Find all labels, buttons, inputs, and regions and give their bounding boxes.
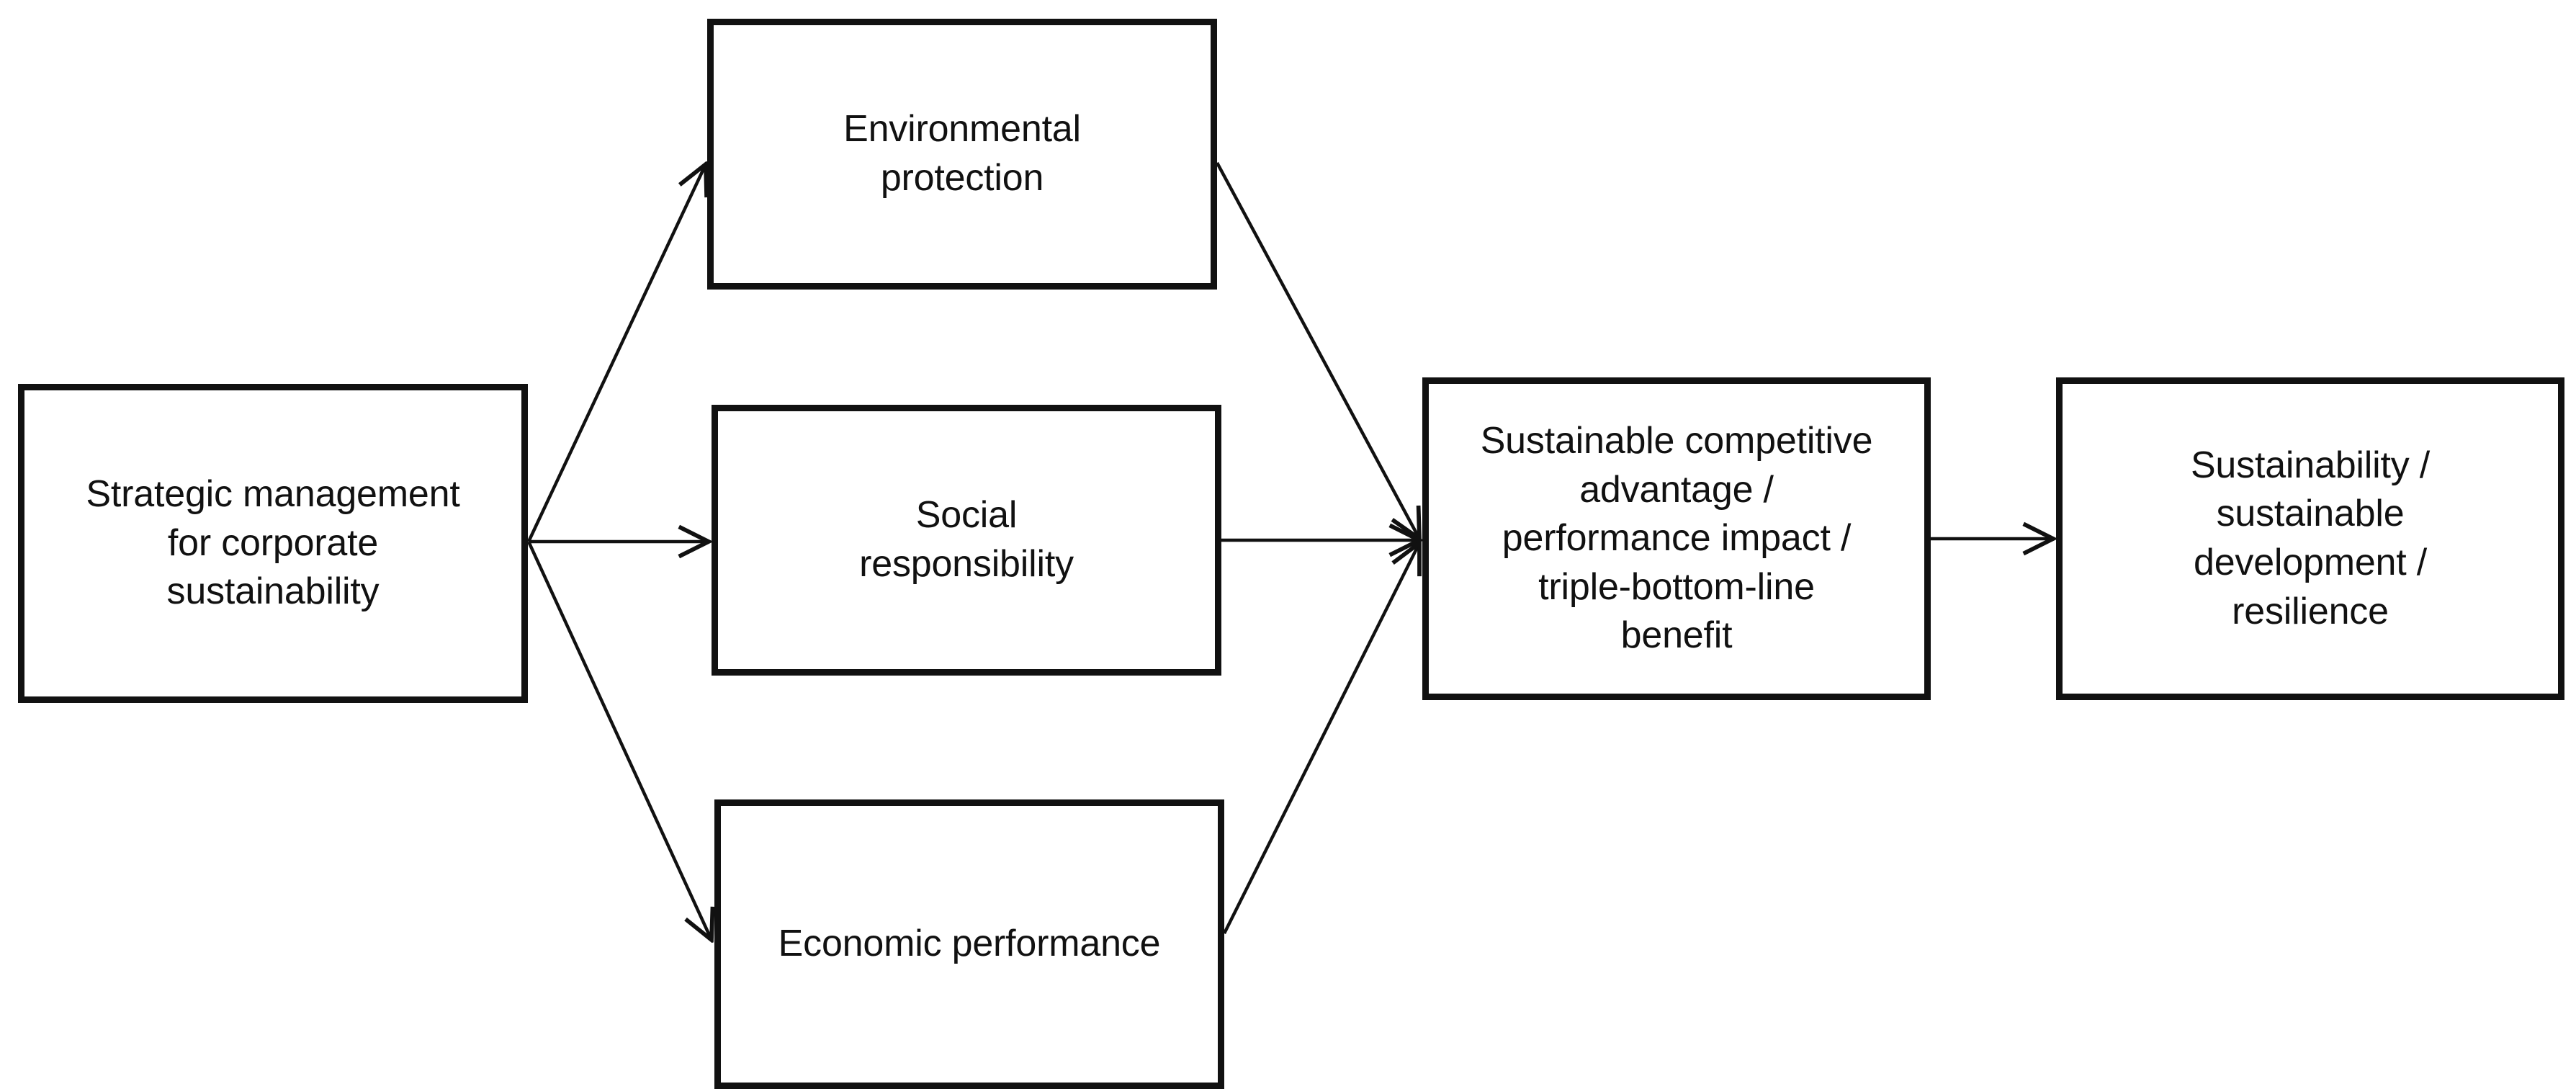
node-strategic-management-label: Strategic management for corporate susta…: [86, 473, 460, 613]
node-sustainable-competitive-advantage[interactable]: Sustainable competitive advantage / perf…: [1422, 377, 1931, 700]
node-sustainability-resilience[interactable]: Sustainability / sustainable development…: [2056, 377, 2564, 700]
node-sustainable-competitive-advantage-label: Sustainable competitive advantage / perf…: [1480, 420, 1873, 657]
edge-environmental-advantage: [1216, 161, 1419, 539]
edge-strategic-economic: [526, 541, 712, 940]
node-social-responsibility[interactable]: Social responsibility: [712, 405, 1221, 676]
node-environmental-protection-label: Environmental protection: [843, 108, 1081, 199]
edge-strategic-environmental: [526, 164, 706, 542]
node-social-responsibility-label: Social responsibility: [859, 494, 1074, 585]
node-economic-performance-label: Economic performance: [778, 923, 1161, 965]
node-sustainability-resilience-label: Sustainability / sustainable development…: [2190, 444, 2431, 632]
node-economic-performance[interactable]: Economic performance: [714, 799, 1224, 1089]
node-environmental-protection[interactable]: Environmental protection: [707, 19, 1217, 290]
edge-economic-advantage: [1222, 543, 1419, 935]
node-strategic-management[interactable]: Strategic management for corporate susta…: [18, 384, 528, 703]
